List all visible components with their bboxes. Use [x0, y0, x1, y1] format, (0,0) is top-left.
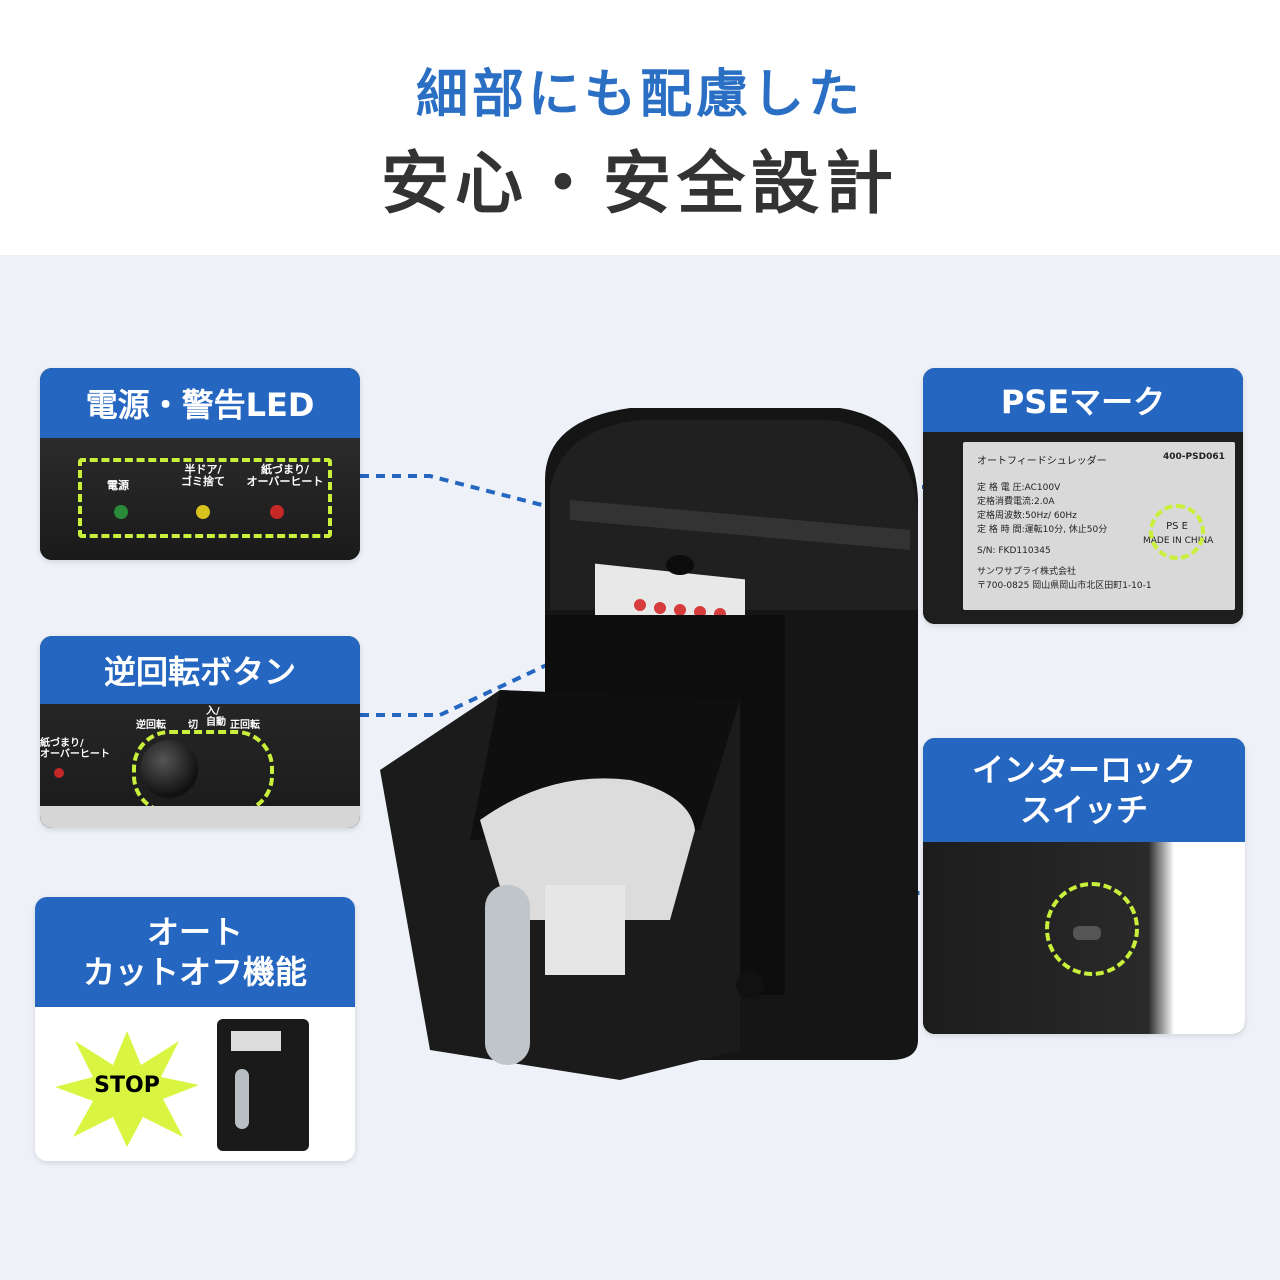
plate-serial: S/N: FKD110345 — [977, 546, 1051, 556]
led-label-door: 半ドア/ ゴミ捨て — [181, 463, 225, 488]
card-pse-mark: PSEマーク オートフィードシュレッダー 400-PSD061 定 格 電 圧:… — [923, 368, 1243, 624]
card-power-warning-led: 電源・警告LED 電源 半ドア/ ゴミ捨て 紙づまり/ オーバーヒート — [40, 368, 360, 560]
mini-shredder-image — [217, 1019, 309, 1151]
card-auto-title: オート カットオフ機能 — [35, 897, 355, 1007]
mini-sticker — [231, 1031, 281, 1051]
mini-window — [235, 1069, 249, 1129]
plate-model: 400-PSD061 — [1163, 452, 1225, 462]
rating-plate-photo: オートフィードシュレッダー 400-PSD061 定 格 電 圧:AC100V … — [923, 432, 1243, 624]
card-led-title: 電源・警告LED — [40, 368, 360, 438]
card-auto-cutoff: オート カットオフ機能 STOP — [35, 897, 355, 1161]
reverse-knob-icon — [140, 740, 198, 798]
card-pse-title: PSEマーク — [923, 368, 1243, 432]
interlock-pin-icon — [1073, 926, 1101, 940]
label-on-auto: 入/ 自動 — [206, 706, 226, 728]
led-label-power: 電源 — [107, 479, 129, 492]
label-forward: 正回転 — [230, 720, 260, 731]
pse-mark-label: PS E — [1166, 521, 1188, 532]
plate-company: サンワサプライ株式会社 — [977, 567, 1077, 577]
plate-address: 〒700-0825 岡山県岡山市北区田町1-10-1 — [977, 581, 1152, 591]
power-led-icon — [114, 505, 128, 519]
led-panel-photo: 電源 半ドア/ ゴミ捨て 紙づまり/ オーバーヒート — [40, 438, 360, 560]
led-highlight-frame — [78, 458, 332, 538]
warning-strip — [40, 806, 360, 828]
plate-product: オートフィードシュレッダー — [977, 456, 1107, 467]
pse-mark-icon: PS E — [1149, 504, 1205, 560]
jam-led-icon — [270, 505, 284, 519]
label-reverse: 逆回転 — [136, 720, 166, 731]
jam-led-icon — [54, 768, 64, 778]
card-interlock-title: インターロック スイッチ — [923, 738, 1245, 842]
stop-burst-icon — [55, 1031, 199, 1147]
label-jam: 紙づまり/ オーバーヒート — [40, 738, 110, 760]
stop-label: STOP — [94, 1073, 160, 1098]
interlock-photo — [923, 842, 1245, 1034]
header-subtitle: 細部にも配慮した — [415, 65, 864, 125]
plate-row-voltage: 定 格 電 圧:AC100V — [977, 483, 1061, 493]
card-reverse-title: 逆回転ボタン — [40, 636, 360, 704]
shredder-image — [380, 408, 918, 1080]
interlock-highlight-ring — [1045, 882, 1139, 976]
rating-plate: オートフィードシュレッダー 400-PSD061 定 格 電 圧:AC100V … — [963, 442, 1235, 610]
plate-row-time: 定 格 時 間:運転10分, 休止50分 — [977, 525, 1108, 535]
plate-row-current: 定格消費電流:2.0A — [977, 497, 1055, 507]
led-label-jam: 紙づまり/ オーバーヒート — [246, 463, 324, 488]
switch-panel-photo: 逆回転 切 入/ 自動 正回転 紙づまり/ オーバーヒート — [40, 704, 360, 828]
header: 細部にも配慮した 安心・安全設計 — [0, 0, 1280, 255]
header-title: 安心・安全設計 — [380, 145, 899, 224]
plate-row-frequency: 定格周波数:50Hz/ 60Hz — [977, 511, 1077, 521]
card-reverse-button: 逆回転ボタン 逆回転 切 入/ 自動 正回転 紙づまり/ オーバーヒート — [40, 636, 360, 828]
label-off: 切 — [188, 720, 198, 731]
card-interlock-switch: インターロック スイッチ — [923, 738, 1245, 1034]
door-led-icon — [196, 505, 210, 519]
connector-led — [360, 474, 601, 522]
